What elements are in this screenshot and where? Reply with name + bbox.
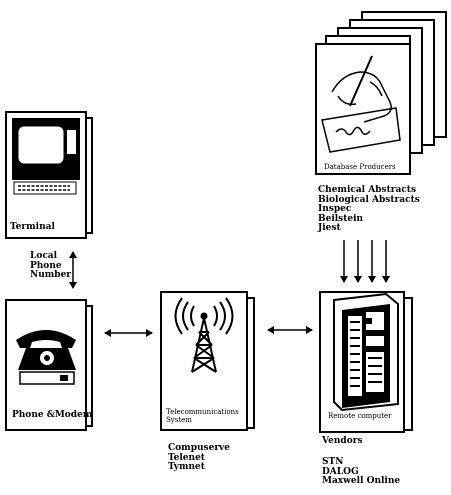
database-item: Beilstein (318, 213, 364, 224)
vendors-title: Vendors (322, 436, 363, 446)
database-item: Chemical Abstracts (318, 185, 417, 195)
vendor-item: Maxwell Online (322, 476, 401, 486)
mainframe-icon (333, 292, 399, 412)
local-phone-number-label: Local Phone Number (30, 251, 72, 281)
network-list: Compuserve Telenet Tymnet (168, 443, 231, 473)
local-phone-line: Number (30, 270, 72, 280)
database-producers-label: Database Producers (324, 163, 396, 171)
database-list: Chemical Abstracts Biological Abstracts … (318, 185, 420, 234)
writing-hand-icon (321, 55, 401, 153)
phone-modem-label: Phone &Modem (12, 410, 93, 420)
network-item: Telenet (168, 452, 205, 463)
network-item: Tymnet (168, 462, 205, 472)
telecom-label-line1: Telecommunications (166, 408, 239, 416)
local-phone-line: Phone (30, 260, 62, 271)
database-item: Jiest (318, 223, 341, 233)
telephone-icon (16, 330, 76, 385)
antenna-tower-icon (174, 297, 234, 373)
remote-computer-label: Remote computer (328, 412, 392, 420)
vendor-item: DALOG (322, 466, 359, 477)
terminal-label: Terminal (10, 222, 55, 232)
database-item: Biological Abstracts (318, 194, 420, 205)
network-item: Compuserve (168, 443, 231, 453)
local-phone-line: Local (30, 251, 58, 261)
vendor-list: STN DALOG Maxwell Online (322, 457, 401, 487)
computer-terminal-icon (12, 118, 80, 195)
vendor-item: STN (322, 457, 344, 467)
database-feed-arrows (340, 240, 390, 283)
database-item: Inspec (318, 204, 352, 214)
telecom-label-line2: System (166, 416, 192, 424)
